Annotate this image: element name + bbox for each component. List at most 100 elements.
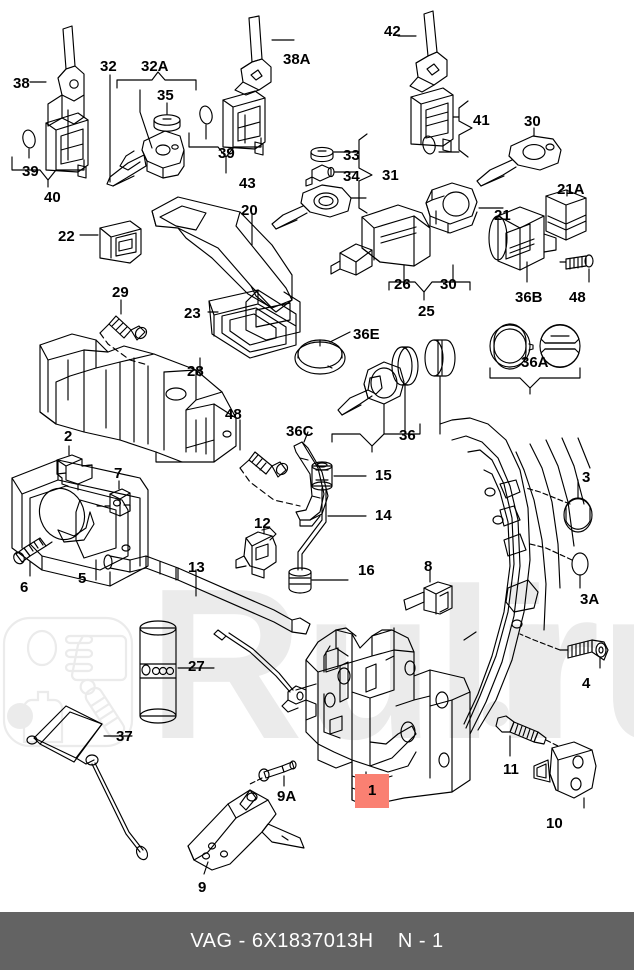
part-32-key-blade — [106, 150, 147, 187]
part-28-carrier — [39, 333, 237, 463]
callout-31: 31 — [382, 167, 399, 184]
callout-3a: 3A — [580, 591, 600, 608]
callout-36: 36 — [399, 427, 416, 444]
callout-2: 2 — [64, 428, 73, 445]
callout-32a: 32A — [141, 58, 169, 75]
dash-9A — [249, 777, 263, 785]
callout-21: 21 — [494, 207, 511, 224]
callout-21a: 21A — [557, 181, 585, 198]
callout-23: 23 — [184, 305, 201, 322]
part-23-gasket — [208, 289, 297, 359]
part-9-bracket — [187, 789, 305, 871]
part-39-battery-middle — [199, 105, 213, 125]
callout-36e: 36E — [353, 326, 380, 343]
dash-3 — [525, 487, 571, 505]
bracket-41 — [458, 100, 473, 158]
part-30-key-right — [476, 135, 562, 187]
callout-11: 11 — [503, 761, 519, 778]
part-40-remote-body — [45, 112, 89, 179]
callout-14: 14 — [375, 507, 392, 524]
part-7-clip — [109, 488, 131, 517]
callout-5: 5 — [78, 570, 87, 587]
callout-28: 28 — [187, 363, 204, 380]
part-36-ring-2 — [424, 339, 456, 377]
part-41-remote-body — [410, 87, 454, 153]
part-37-tool — [26, 705, 149, 861]
watermark-logo-icon — [2, 616, 134, 748]
callout-38a: 38A — [283, 51, 311, 68]
leader-36E — [329, 331, 351, 343]
door-panel-outline — [439, 417, 591, 735]
part-36E-ring — [294, 339, 346, 375]
part-32A-key-head — [141, 130, 185, 179]
callout-36c: 36C — [286, 423, 314, 440]
part-36-ring-1 — [391, 346, 419, 386]
part-48-screw-right — [559, 254, 594, 270]
part-36B-cylinder — [488, 206, 557, 271]
footer-bar: VAG - 6X1837013H N - 1 — [0, 912, 634, 970]
callout-6: 6 — [20, 579, 29, 596]
dash-3A — [529, 543, 573, 561]
part-30-barrel — [330, 243, 373, 276]
callout-20: 20 — [241, 202, 258, 219]
callout-10: 10 — [546, 815, 563, 832]
dash-11 — [545, 739, 559, 747]
part-36A-cap-left — [489, 323, 534, 370]
dash-29 — [99, 332, 149, 366]
callout-12: 12 — [254, 515, 271, 532]
callout-15: 15 — [375, 467, 392, 484]
part-41-battery — [422, 135, 436, 155]
part-48-screw-center — [239, 451, 289, 478]
dash-4 — [519, 633, 561, 651]
callout-36b: 36B — [515, 289, 543, 306]
part-21A-cap — [545, 189, 587, 241]
callout-13: 13 — [188, 559, 205, 576]
svg-text:ru: ru — [516, 543, 634, 784]
callout-27: 27 — [188, 658, 205, 675]
callout-40: 40 — [44, 189, 61, 206]
leader-32A-inner — [139, 89, 153, 149]
part-43-remote-body — [222, 90, 266, 156]
callout-48: 48 — [225, 406, 242, 423]
callout-25: 25 — [418, 303, 435, 320]
callout-32: 32 — [100, 58, 117, 75]
part-13-cable — [103, 554, 311, 635]
part-16-grommet — [288, 567, 312, 594]
callout-42: 42 — [384, 23, 401, 40]
callout-3: 3 — [582, 469, 591, 486]
part-8-clip — [403, 581, 453, 615]
svg-text:Ruli: Ruli — [148, 543, 554, 784]
callout-22: 22 — [58, 228, 75, 245]
part-14-rod — [297, 487, 327, 571]
callout-9a: 9A — [277, 788, 297, 805]
part-36C-guide — [293, 441, 329, 527]
footer-part-number: VAG - 6X1837013H N - 1 — [190, 929, 444, 952]
part-39-battery-left — [22, 129, 36, 149]
leader-36C — [303, 431, 309, 443]
part-22-escutcheon — [99, 220, 142, 264]
callout-16: 16 — [358, 562, 375, 579]
callout-39: 39 — [218, 145, 235, 162]
callout-38: 38 — [13, 75, 30, 92]
part-15-grommet — [311, 461, 333, 491]
part-27-grease — [139, 620, 177, 724]
part-33-cap — [310, 146, 334, 163]
callout-36a: 36A — [521, 354, 549, 371]
part-11-screw — [495, 715, 547, 745]
callout-34: 34 — [343, 168, 360, 185]
callout-9: 9 — [198, 879, 207, 896]
callout-33: 33 — [343, 147, 360, 164]
leader-9 — [203, 861, 209, 875]
callout-26: 26 — [394, 276, 411, 293]
callout-39: 39 — [22, 163, 39, 180]
bracket-32A — [116, 71, 197, 91]
latch-linkage — [213, 629, 294, 693]
callout-43: 43 — [239, 175, 256, 192]
callout-30: 30 — [524, 113, 541, 130]
callout-8: 8 — [424, 558, 433, 575]
callout-37: 37 — [116, 728, 133, 745]
